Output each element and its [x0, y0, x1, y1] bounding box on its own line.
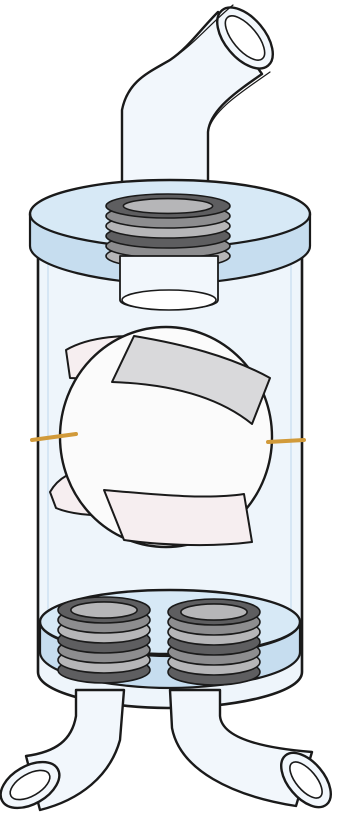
bottom-left-fitting-top-face	[71, 602, 137, 618]
bottom-right-fitting	[168, 599, 260, 685]
bottom-right-fitting-top-face	[181, 604, 247, 620]
bottom-left-fitting	[58, 597, 150, 683]
vane-front-bottom	[104, 490, 252, 545]
ball-pin-right	[268, 440, 304, 442]
top-inlet-pipe	[122, 0, 283, 198]
inner-sleeve	[120, 256, 218, 310]
top-fitting-top-face	[123, 199, 212, 214]
inner-sleeve-opening	[122, 290, 216, 310]
